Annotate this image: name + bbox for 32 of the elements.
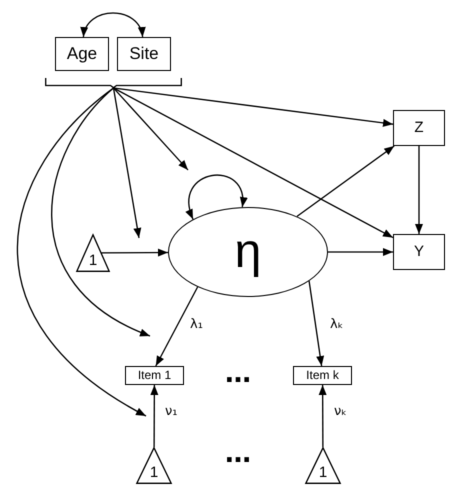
arrow bbox=[113, 88, 188, 170]
arrow bbox=[155, 286, 198, 366]
double-headed-arrow bbox=[82, 12, 144, 38]
arrow bbox=[112, 88, 142, 238]
variable-box: Y bbox=[393, 234, 445, 270]
constant-triangle: 1 bbox=[76, 234, 110, 272]
item-box: Item 1 bbox=[125, 366, 184, 385]
bracket bbox=[45, 78, 182, 88]
latent-variable-ellipse: η bbox=[168, 207, 328, 297]
ellipsis: … bbox=[225, 441, 251, 467]
constant-triangle: 1 bbox=[136, 447, 172, 484]
variable-box: Age bbox=[55, 37, 109, 71]
arrow bbox=[102, 248, 168, 257]
arrow bbox=[415, 146, 423, 234]
double-headed-arrow bbox=[186, 174, 246, 220]
curved-arrow bbox=[16, 88, 146, 417]
edge-label: λ₁ bbox=[190, 318, 203, 332]
arrow bbox=[318, 385, 327, 448]
constant-triangle: 1 bbox=[305, 447, 341, 484]
arrow bbox=[308, 280, 324, 366]
ellipsis: … bbox=[225, 361, 251, 387]
arrow bbox=[113, 87, 394, 238]
arrow bbox=[296, 145, 395, 217]
item-box: Item k bbox=[293, 366, 352, 385]
edge-label: νₖ bbox=[334, 405, 347, 420]
edge-label: ν₁ bbox=[165, 405, 178, 420]
variable-box: Z bbox=[393, 110, 445, 146]
edge-label: λₖ bbox=[330, 318, 344, 332]
arrow bbox=[113, 87, 394, 127]
curved-arrow bbox=[51, 88, 150, 337]
variable-box: Site bbox=[117, 37, 171, 71]
arrow bbox=[150, 385, 158, 448]
